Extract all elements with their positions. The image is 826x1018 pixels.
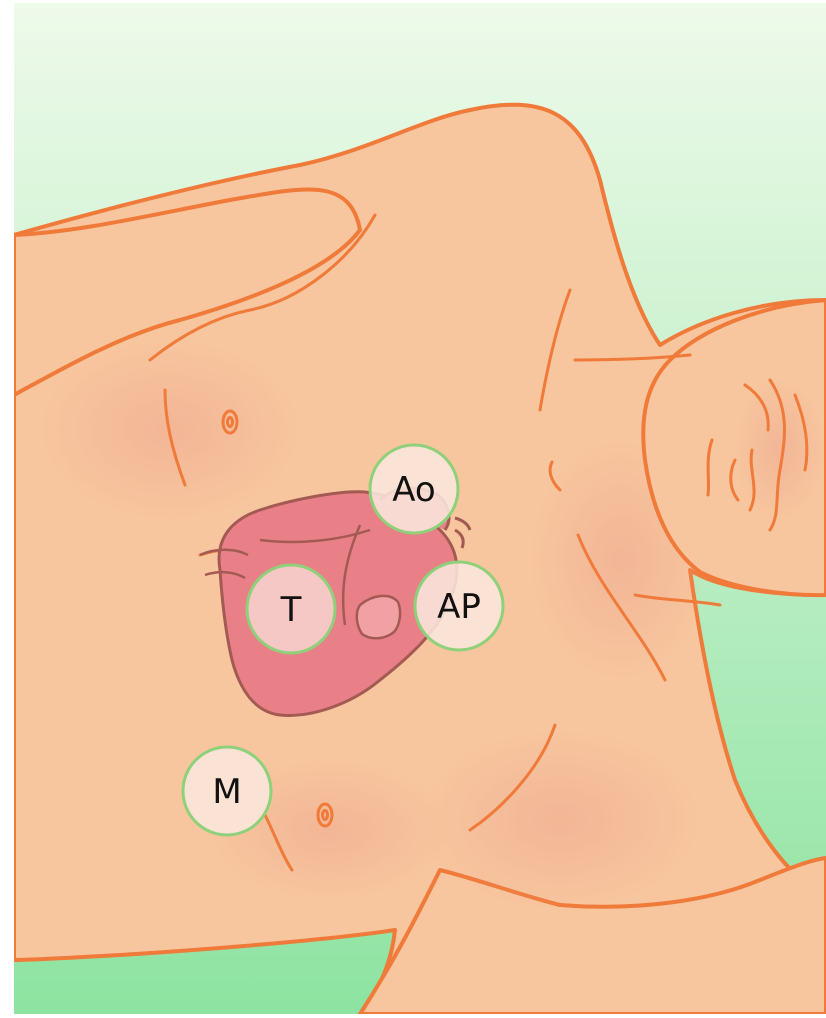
point-mitral: M: [183, 747, 271, 835]
point-tricuspid-label: T: [280, 590, 302, 630]
abdomen-shade: [420, 730, 700, 910]
point-aortic: Ao: [370, 445, 458, 533]
point-mitral-label: M: [212, 772, 241, 812]
point-tricuspid: T: [247, 565, 335, 653]
point-pulmonary-label: AP: [437, 587, 481, 627]
point-pulmonary: AP: [415, 562, 503, 650]
point-aortic-label: Ao: [392, 470, 435, 510]
